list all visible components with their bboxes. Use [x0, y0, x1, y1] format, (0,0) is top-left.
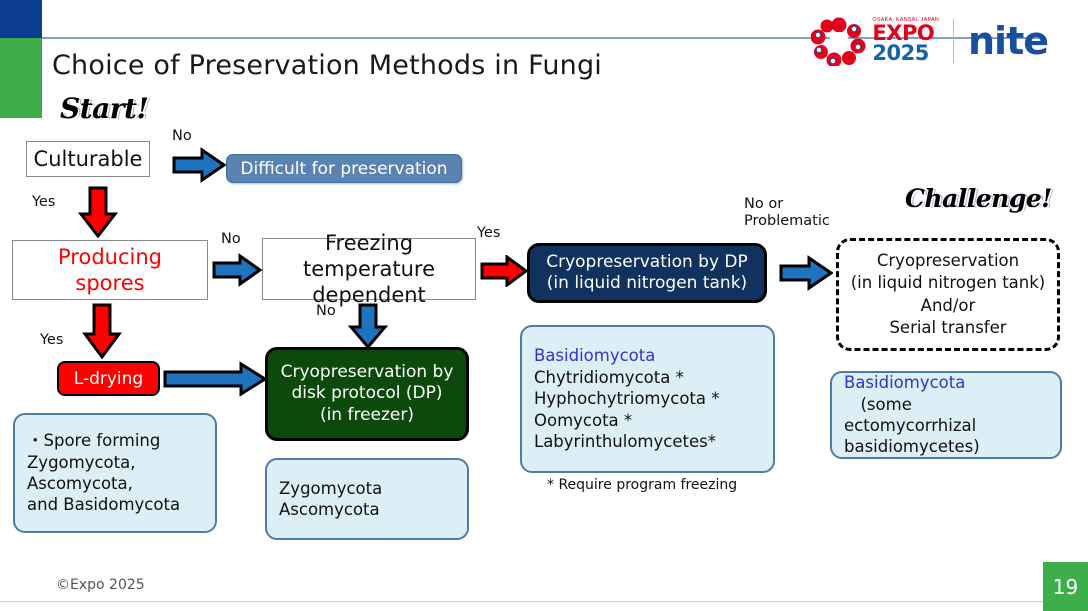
node-l-drying-label: L-drying [73, 368, 144, 389]
node-cryo-challenge-label: Cryopreservation (in liquid nitrogen tan… [850, 250, 1046, 337]
list-ln2-taxa-lines: Basidiomycota Chytridiomycota * Hyphochy… [522, 345, 732, 452]
list-item-highlight: Basidiomycota [534, 346, 656, 366]
expo-wordmark: OSAKA, KANSAI, JAPAN EXPO 2025 [872, 16, 939, 66]
logo-group: OSAKA, KANSAI, JAPAN EXPO 2025 nite [811, 14, 1049, 68]
start-heading: Start! [60, 92, 149, 125]
arrow-cryo-ln2-to-challenge [779, 255, 834, 291]
expo-word: EXPO [872, 21, 935, 46]
node-difficult-preservation-label: Difficult for preservation [240, 158, 448, 179]
page-number-badge: 19 [1043, 562, 1088, 611]
list-item: ・Spore forming [27, 431, 161, 451]
expo-year: 2025 [872, 41, 929, 66]
list-item: Labyrinthulomycetes* [534, 432, 716, 452]
arrow-freezing-to-cryo-ln2 [480, 254, 529, 288]
node-culturable-label: Culturable [33, 147, 143, 171]
list-item: and Basidomycota [27, 495, 181, 515]
node-producing-spores[interactable]: Producing spores [12, 240, 208, 300]
list-item: (some ectomycorrhizal [844, 394, 977, 435]
edge-label-yes-1: Yes [32, 194, 56, 210]
edge-label-no-1: No [172, 128, 192, 144]
edge-label-no-2: No [221, 231, 241, 247]
list-item: Zygomycota [279, 478, 383, 498]
node-cryo-challenge[interactable]: Cryopreservation (in liquid nitrogen tan… [836, 238, 1060, 351]
arrow-l-drying-to-cryo-freezer [163, 361, 268, 397]
arrow-spores-to-l-drying [82, 303, 122, 360]
list-item: Ascomycota [279, 500, 380, 519]
list-item: Chytridiomycota * [534, 367, 684, 387]
challenge-heading: Challenge! [905, 184, 1052, 213]
list-spore-forming-lines: ・Spore forming Zygomycota, Ascomycota, a… [15, 430, 192, 516]
node-freezing-temperature-dependent[interactable]: Freezing temperature dependent [262, 231, 476, 307]
edge-label-no-3: No [316, 303, 336, 319]
node-l-drying[interactable]: L-drying [57, 361, 160, 396]
corner-block-green [0, 38, 42, 118]
arrow-spores-to-freezing [212, 253, 263, 287]
list-ln2-taxa: Basidiomycota Chytridiomycota * Hyphochy… [520, 325, 775, 473]
edge-label-yes-2: Yes [40, 332, 64, 348]
footer-divider [0, 601, 1088, 602]
node-cryo-disk-protocol-freezer[interactable]: Cryopreservation by disk protocol (DP) (… [265, 347, 469, 441]
corner-block-blue [0, 0, 42, 38]
list-item: Zygomycota, [27, 452, 136, 472]
list-item: Ascomycota, [27, 474, 133, 493]
list-freezer-taxa: Zygomycota Ascomycota [265, 458, 469, 540]
node-cryo-dp-liquid-nitrogen-label: Cryopreservation by DP (in liquid nitrog… [546, 251, 748, 293]
edge-label-yes-3: Yes [477, 225, 501, 241]
node-cryo-disk-protocol-freezer-label: Cryopreservation by disk protocol (DP) (… [280, 362, 454, 425]
header-divider [42, 37, 1046, 39]
logo-divider [952, 19, 954, 63]
node-cryo-dp-liquid-nitrogen[interactable]: Cryopreservation by DP (in liquid nitrog… [527, 243, 767, 303]
node-culturable[interactable]: Culturable [26, 141, 150, 177]
nite-logo: nite [967, 19, 1049, 63]
edge-label-no-or-problematic: No or Problematic [744, 196, 830, 230]
list-item: Oomycota * [534, 410, 633, 430]
list-spore-forming: ・Spore forming Zygomycota, Ascomycota, a… [13, 413, 217, 533]
node-freezing-temperature-dependent-label: Freezing temperature dependent [303, 230, 435, 308]
expo-kansai-label: OSAKA, KANSAI, JAPAN [872, 16, 939, 23]
list-challenge-taxa: Basidiomycota (some ectomycorrhizal basi… [830, 371, 1062, 459]
list-challenge-taxa-lines: Basidiomycota (some ectomycorrhizal basi… [832, 372, 1060, 458]
list-item: Hyphochytriomycota * [534, 389, 720, 409]
node-difficult-preservation[interactable]: Difficult for preservation [226, 154, 462, 183]
arrow-culturable-to-producing-spores [77, 186, 119, 239]
arrow-culturable-to-difficult [172, 147, 227, 183]
node-producing-spores-label: Producing spores [58, 244, 162, 295]
expo-mark-icon [811, 17, 866, 66]
expo-2025-logo: OSAKA, KANSAI, JAPAN EXPO 2025 [811, 16, 939, 66]
list-item-highlight: Basidiomycota [844, 373, 966, 393]
list-item: basidiomycetes) [844, 437, 980, 457]
list-freezer-taxa-lines: Zygomycota Ascomycota [267, 478, 394, 521]
copyright-label: ©Expo 2025 [56, 577, 145, 593]
footnote-program-freezing: * Require program freezing [547, 477, 738, 493]
arrow-freezing-to-cryo-freezer [347, 303, 389, 350]
page-title: Choice of Preservation Methods in Fungi [52, 50, 602, 81]
